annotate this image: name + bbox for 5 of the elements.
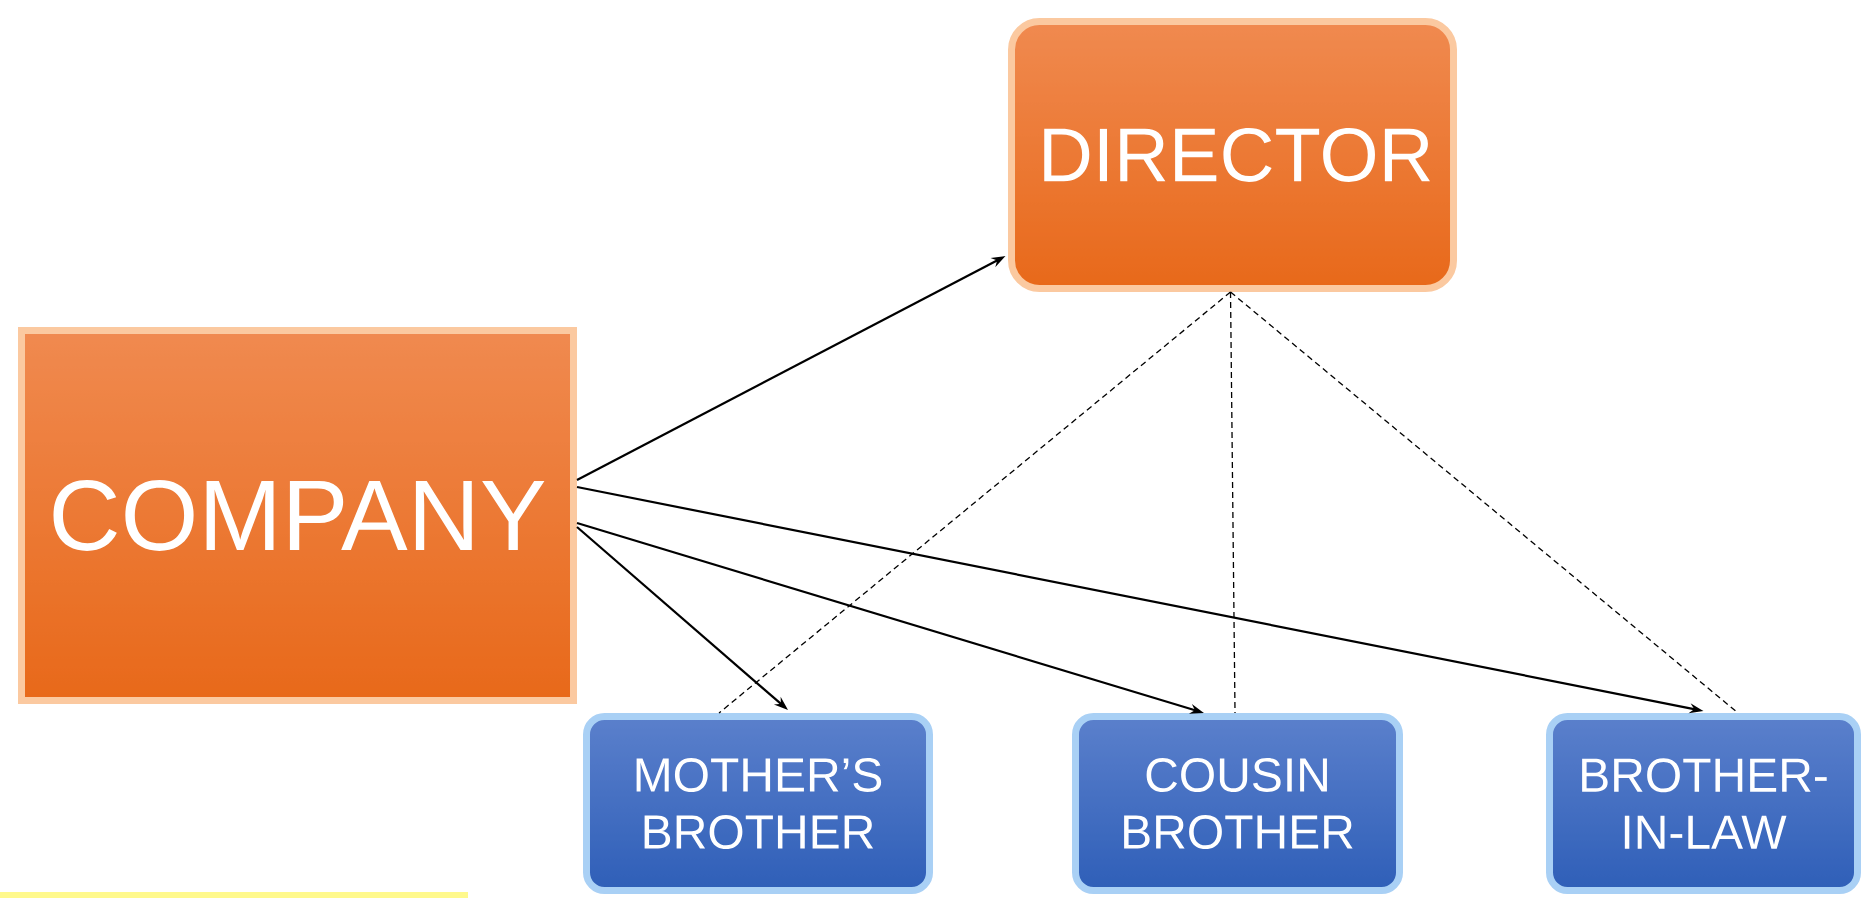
company-box: COMPANY <box>18 327 577 704</box>
relative-box: MOTHER’S BROTHER <box>583 713 933 894</box>
relative-box: BROTHER-IN-LAW <box>1546 713 1861 894</box>
director-box: DIRECTOR <box>1008 18 1457 292</box>
relative-box: COUSIN BROTHER <box>1072 713 1403 894</box>
